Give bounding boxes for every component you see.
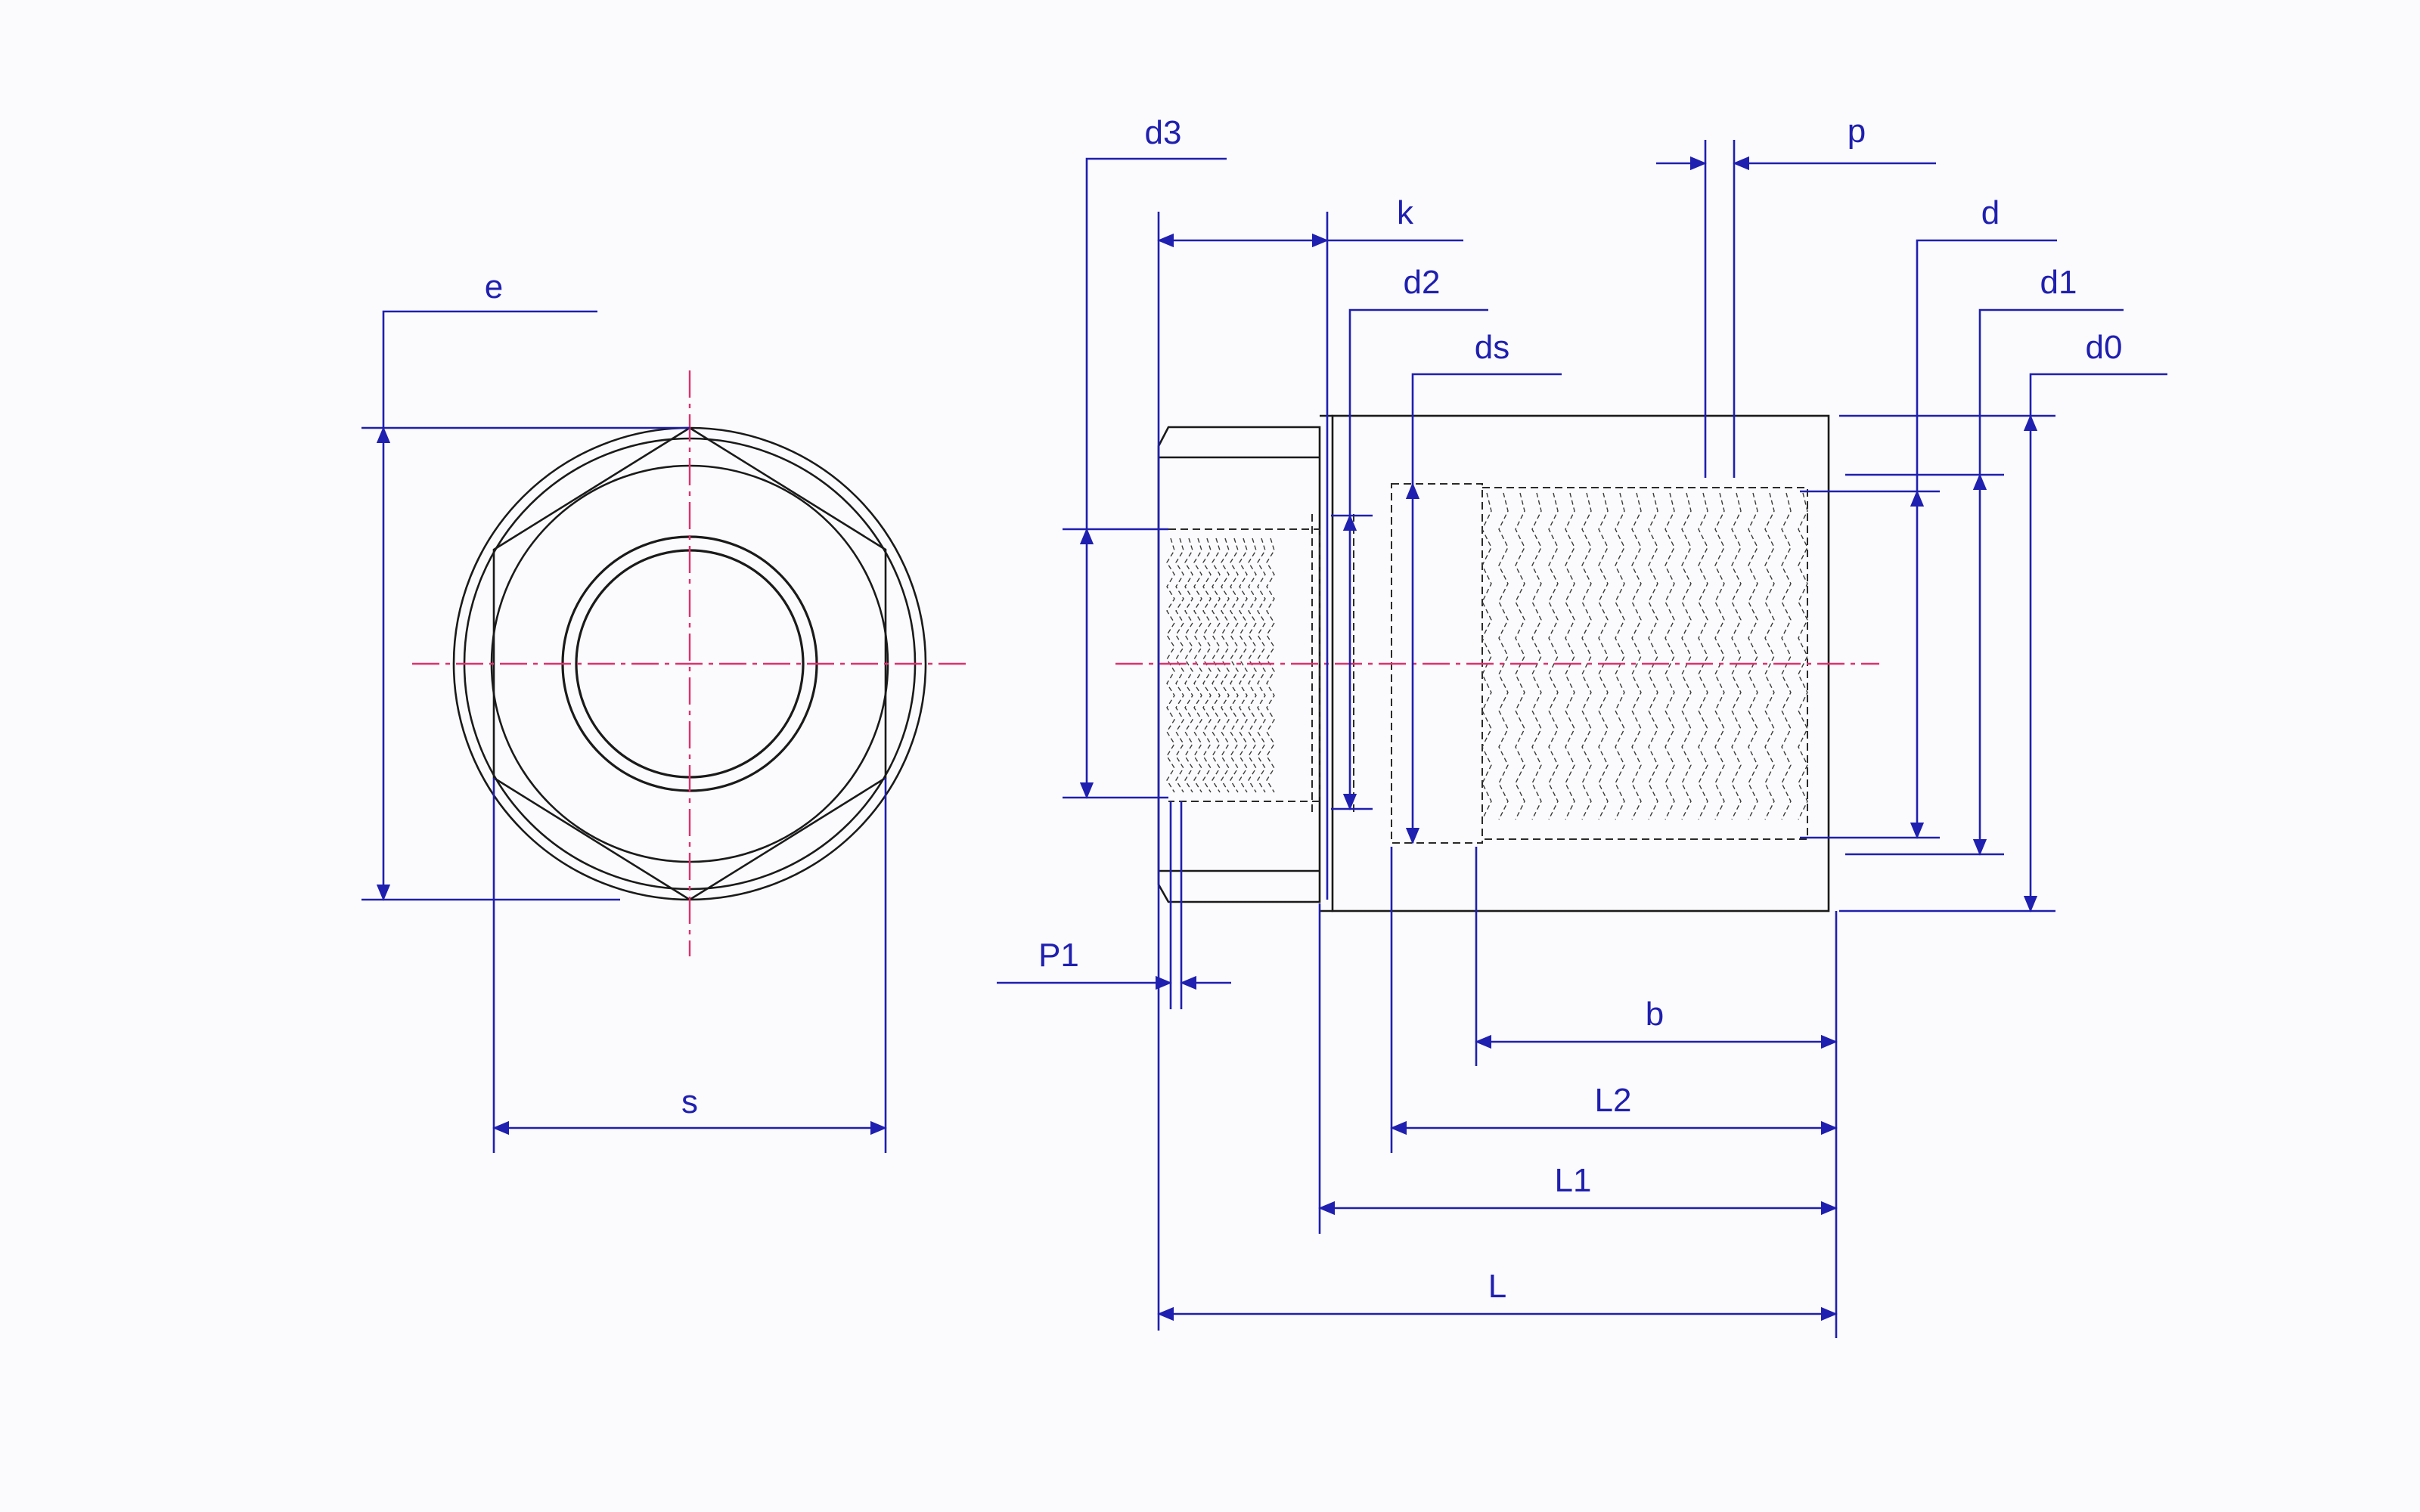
dimension-d0-leader <box>2029 373 2167 416</box>
head-thread-texture <box>1166 538 1275 793</box>
dimension-label-p: p <box>1848 113 1866 150</box>
dimension-label-l1: L1 <box>1555 1162 1592 1199</box>
dimension-e-leader <box>382 310 597 428</box>
dimension-label-d2: d2 <box>1404 264 1441 301</box>
dimension-d-leader <box>1916 239 2057 491</box>
dimension-ds-leader <box>1411 373 1562 484</box>
dimensions: e s d3 k d2 ds p <box>361 113 2167 1338</box>
dimension-label-ds: ds <box>1475 329 1509 366</box>
dimension-d2-leader <box>1348 308 1488 516</box>
dimension-label-d3: d3 <box>1145 114 1182 151</box>
dimension-label-l2: L2 <box>1595 1082 1632 1119</box>
dimension-label-d0: d0 <box>2086 329 2123 366</box>
bore-thread-texture <box>1481 492 1808 820</box>
dimension-label-l: L <box>1488 1268 1506 1305</box>
dimension-label-s: s <box>681 1083 698 1120</box>
dimension-label-b: b <box>1646 996 1664 1033</box>
dimension-d1-leader <box>1978 308 2124 475</box>
dimension-label-d: d <box>1981 194 2000 231</box>
dimension-d3-leader <box>1085 157 1227 529</box>
dimension-label-d1: d1 <box>2040 264 2077 301</box>
center-lines <box>412 370 1879 956</box>
dimension-label-e: e <box>485 268 503 305</box>
dimension-label-k: k <box>1397 194 1414 231</box>
dimension-label-p1: P1 <box>1038 937 1079 974</box>
